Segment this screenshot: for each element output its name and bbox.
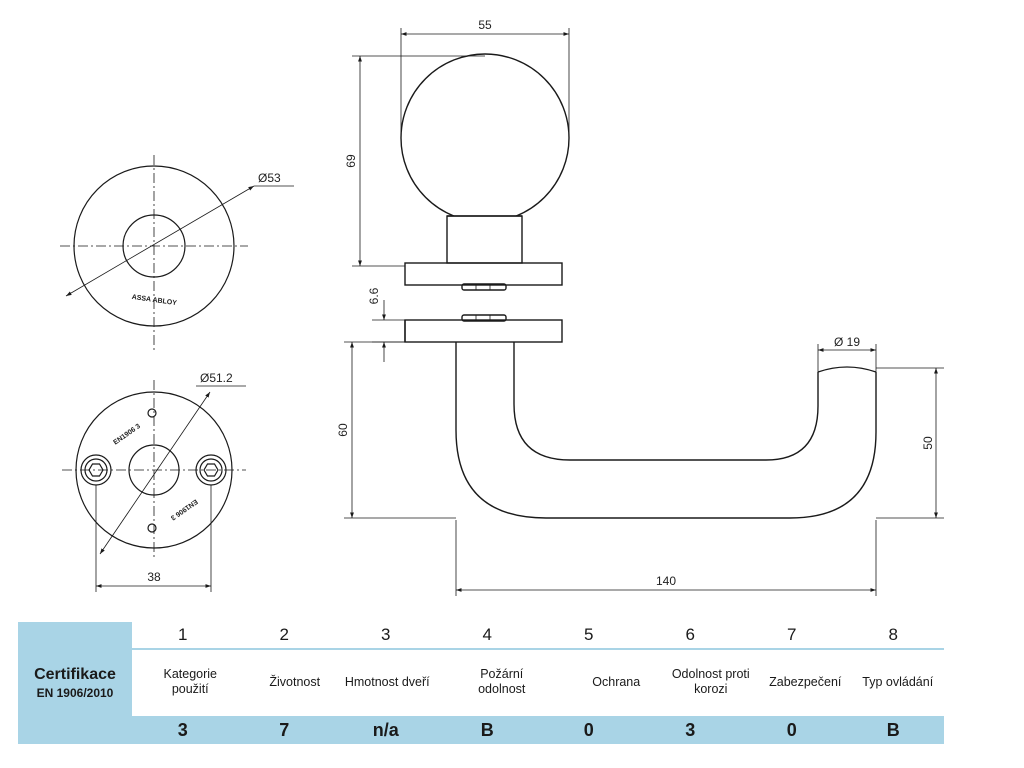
column-value: 3 (177, 719, 188, 740)
rosette-top-front-view (60, 155, 294, 352)
lever-diameter-label: Ø 19 (834, 335, 860, 349)
certification-norm: EN 1906/2010 (36, 686, 114, 700)
column-value: 0 (583, 719, 594, 740)
column-name: Odolnost proti korozi (671, 667, 750, 696)
column-name: Zabezpečení (769, 674, 842, 689)
column-number-row: 1 2 3 4 5 6 7 8 (132, 622, 944, 650)
column-name: Životnost (269, 674, 321, 689)
lever-length-label: 140 (656, 574, 676, 588)
column-number: 6 (685, 625, 695, 644)
screw-hole-left (80, 454, 112, 486)
column-name: Typ ovládání (862, 674, 934, 689)
knob-dimensions (352, 28, 570, 267)
column-name-row: Kategorie použití Životnost Hmotnost dve… (132, 650, 944, 714)
lever-dimensions (344, 300, 944, 596)
column-name: Požární odolnost (478, 667, 526, 696)
lever-height-label: 60 (336, 423, 350, 437)
column-name: Kategorie použití (163, 667, 217, 696)
screw-spacing-label: 38 (147, 570, 161, 584)
norm-marking-upper: EN1906 3 (112, 423, 142, 447)
rosette-bottom-diameter-label: Ø51.2 (200, 371, 233, 385)
column-number: 7 (787, 625, 797, 644)
lever-end-height-label: 50 (921, 436, 935, 450)
column-value: 7 (279, 719, 290, 740)
column-value: n/a (372, 719, 399, 740)
certification-columns: 1 2 3 4 5 6 7 8 Kategorie použití Životn… (132, 622, 944, 744)
column-number: 4 (482, 625, 492, 644)
knob-side-view (400, 53, 570, 291)
norm-marking-lower: EN1906 3 (169, 497, 199, 521)
certification-table: Certifikace EN 1906/2010 1 2 3 4 5 6 7 8… (18, 622, 944, 744)
rosette-bottom-back-view (62, 380, 246, 592)
technical-drawing: Ø53 ASSA ABLOY Ø51.2 38 EN1906 3 EN1906 … (60, 18, 944, 596)
certification-label: Certifikace EN 1906/2010 (18, 622, 132, 744)
lever-side-view (404, 314, 877, 519)
column-name: Ochrana (592, 674, 641, 689)
knob-width-label: 55 (478, 18, 492, 32)
rosette-top-diameter-label: Ø53 (258, 171, 281, 185)
column-value-row: 3 7 n/a B 0 3 0 B (132, 716, 944, 744)
column-name: Hmotnost dveří (344, 674, 430, 689)
column-number: 8 (888, 625, 898, 644)
column-number: 2 (279, 625, 289, 644)
column-value: B (480, 719, 494, 740)
certification-title: Certifikace (34, 666, 116, 683)
column-value: B (886, 719, 900, 740)
column-number: 1 (178, 625, 188, 644)
rosette-thickness-label: 6.6 (367, 287, 381, 304)
column-value: 0 (786, 719, 797, 740)
knob-height-label: 69 (344, 154, 358, 168)
column-value: 3 (685, 719, 696, 740)
column-number: 3 (381, 625, 391, 644)
column-number: 5 (584, 625, 594, 644)
